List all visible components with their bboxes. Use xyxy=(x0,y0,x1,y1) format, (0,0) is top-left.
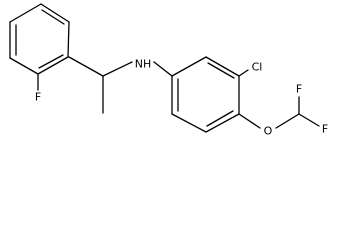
bond-ch-to-nh xyxy=(102,61,133,77)
atom-label-aryl-f: F xyxy=(35,91,41,104)
atom-label-o: O xyxy=(264,125,273,138)
bond xyxy=(171,56,207,77)
atom-label-nh: NH xyxy=(135,58,152,71)
bond xyxy=(67,21,70,58)
atom-label-f-right: F xyxy=(322,123,328,136)
double-bond-inner xyxy=(38,54,64,69)
bond-nh-to-ring xyxy=(153,61,173,77)
double-bond-inner xyxy=(207,62,235,79)
bond xyxy=(171,113,207,133)
fluorophenyl-ring xyxy=(9,3,70,75)
atom-label-f-top: F xyxy=(296,83,302,96)
bond-chf2-to-f-right xyxy=(298,113,320,127)
chlorophenyl-ring xyxy=(171,56,240,133)
bond xyxy=(40,3,70,23)
bond xyxy=(9,57,39,75)
bond xyxy=(205,56,240,77)
bond-o-to-chf2 xyxy=(275,113,300,129)
bond xyxy=(9,3,42,23)
double-bond-inner xyxy=(206,110,234,127)
molecule-diagram: NH F Cl O F F xyxy=(9,3,328,138)
double-bond-inner xyxy=(41,9,65,25)
bond-ring-to-ch xyxy=(68,56,104,77)
bond xyxy=(205,113,240,133)
atom-label-cl: Cl xyxy=(252,61,263,74)
bond-ring-to-o xyxy=(238,113,261,129)
bond xyxy=(37,56,69,75)
bond-ring-to-cl xyxy=(238,69,249,77)
